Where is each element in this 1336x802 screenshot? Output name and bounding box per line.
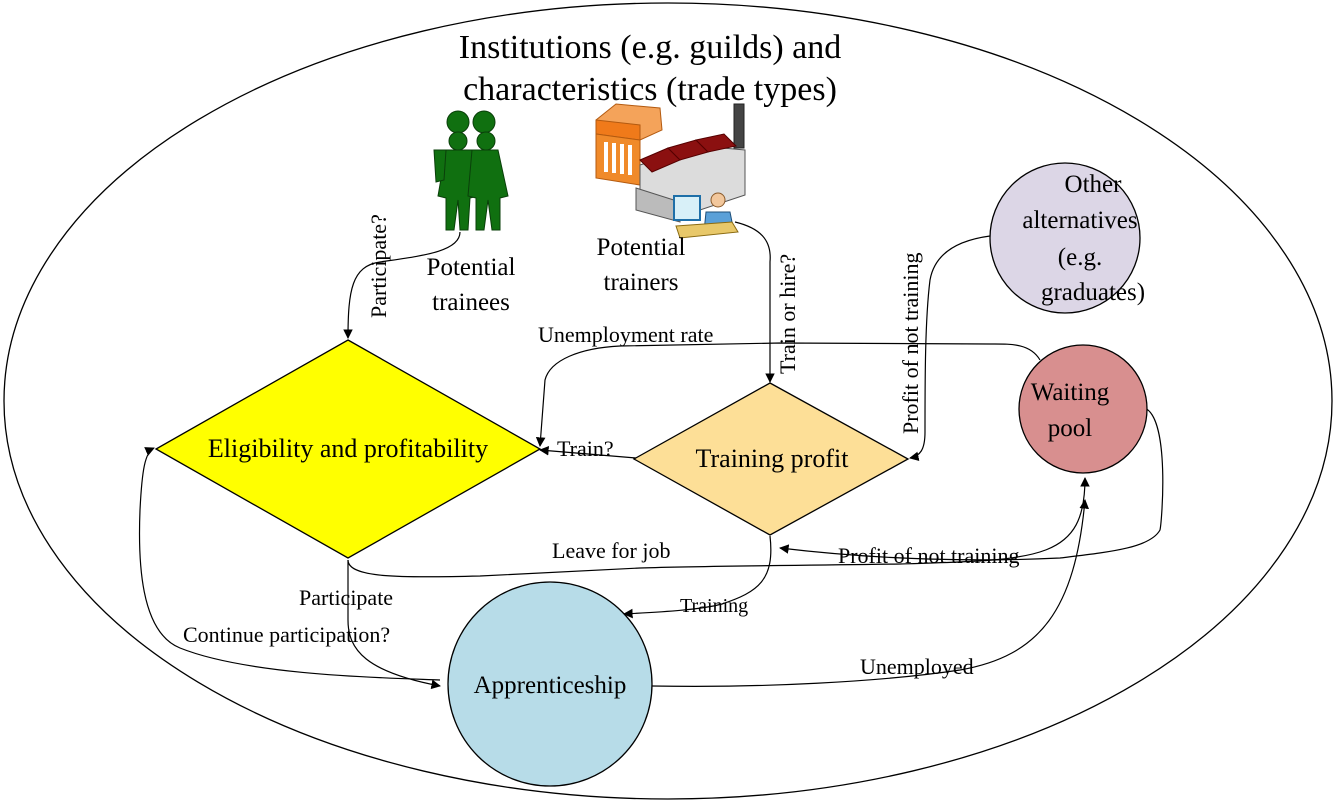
training-profit-label: Training profit [696,444,850,473]
waiting-pool-node [1018,344,1148,474]
edge-label-unemployed: Unemployed [860,654,974,679]
other-line-3: (e.g. [1058,244,1102,271]
factory-icon [595,103,746,239]
edge-label-participate-q: Participate? [366,214,391,318]
connector-leave-for-job [347,477,1090,578]
trainees-line-1: Potential [427,254,516,281]
other-line-4: graduates) [1041,279,1145,306]
connector-training [623,535,772,619]
trainees-line-2: trainees [432,289,510,316]
apprenticeship-label: Apprenticeship [474,672,627,699]
edge-label-training: Training [680,595,748,617]
connector-train-or-hire [734,221,775,383]
waiting-line-2: pool [1048,415,1093,442]
edge-label-profit-not-training-vertical: Profit of not training [898,253,923,434]
connector-unemployment-rate [535,342,1041,447]
eligibility-label: Eligibility and profitability [208,434,488,463]
connector-unemployed [651,499,1089,687]
other-line-2: alternatives [1022,207,1137,234]
trainers-line-2: trainers [604,269,679,296]
edge-label-profit-not-training: Profit of not training [838,543,1019,568]
connector-participate-q [343,231,461,339]
edge-label-continue-participation: Continue participation? [183,622,390,647]
edge-label-train-q: Train? [557,436,614,461]
institutions-boundary [3,2,1333,800]
title-line-2: characteristics (trade types) [463,71,837,108]
connector-participate [347,560,441,690]
trainers-line-1: Potential [597,234,686,261]
people-icon [433,110,509,231]
waiting-line-1: Waiting [1031,379,1110,406]
eligibility-node [154,339,542,559]
connector-profit-not-training [779,407,1164,561]
connector-continue-participation [138,447,441,681]
training-profit-node [632,382,910,536]
other-alternatives-node [989,162,1141,314]
other-line-1: Other [1065,171,1123,198]
connector-train-q [539,445,637,459]
title-line-1: Institutions (e.g. guilds) and [459,29,841,66]
edge-label-train-or-hire: Train or hire? [775,254,800,374]
edge-label-participate: Participate [299,585,393,610]
edge-label-unemployment-rate: Unemployment rate [538,322,713,347]
apprenticeship-node [447,581,653,787]
connector-profit-other [909,235,991,462]
edge-label-leave-for-job: Leave for job [552,538,671,563]
